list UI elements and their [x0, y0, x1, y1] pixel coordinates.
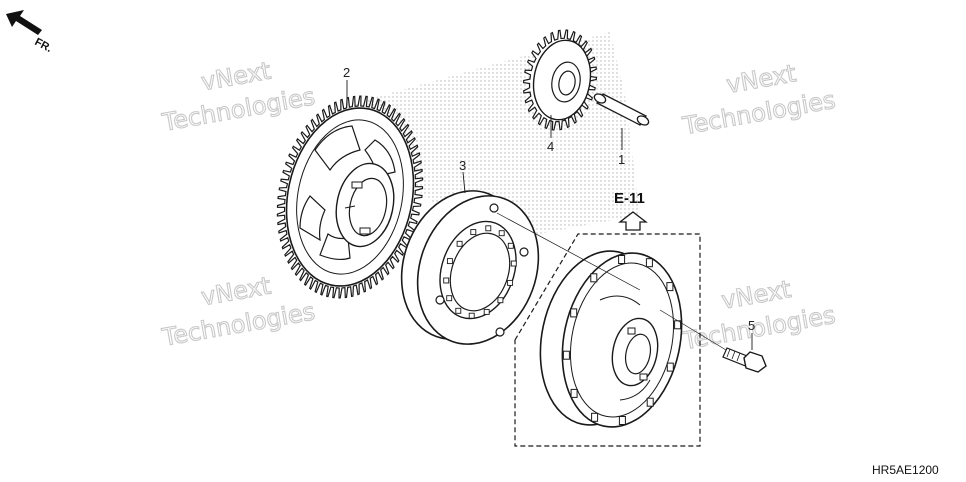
watermark-1: vNext Technologies	[159, 56, 318, 137]
clutch-roller	[468, 312, 475, 319]
reference-label: E-11	[614, 190, 645, 207]
clutch-roller	[446, 295, 453, 302]
rotor-magnet-tab	[618, 416, 626, 425]
watermark-2: vNext Technologies	[679, 59, 838, 141]
clutch-roller	[470, 229, 477, 236]
callout-numbers: 2 3 4 1 5	[343, 65, 755, 333]
front-direction-indicator: FR.	[6, 10, 54, 55]
rotor-magnet-tab	[570, 388, 578, 398]
rotor-magnet-tab	[646, 397, 654, 407]
rotor-magnet-tab	[645, 258, 653, 268]
rotor-magnet-tab	[666, 362, 674, 372]
rotor-magnet-tab	[591, 412, 599, 422]
diagram-code: HR5AE1200	[872, 463, 939, 477]
flywheel-assembly-box	[514, 233, 701, 447]
flywheel-rotor	[539, 250, 683, 428]
watermark-line-2: Technologies	[680, 301, 838, 356]
watermark-4: vNext Technologies	[679, 275, 838, 356]
one-way-clutch-part	[400, 190, 540, 345]
clutch-roller	[483, 308, 490, 315]
front-arrow-icon	[6, 10, 42, 35]
clutch-roller	[507, 242, 514, 249]
large-gear-part	[276, 95, 424, 299]
watermark-3: vNext Technologies	[159, 271, 318, 352]
idler-gear-part	[522, 29, 598, 131]
clutch-roller	[507, 279, 514, 286]
clutch-roller	[456, 240, 463, 247]
pin-part	[593, 93, 650, 126]
callout-part-2: 2	[343, 65, 350, 80]
assembly-axis-lines	[496, 212, 727, 351]
clutch-roller	[455, 307, 462, 314]
rotor-magnet-tabs	[562, 255, 682, 425]
rotor-magnet-tab	[618, 255, 626, 264]
clutch-rollers	[443, 225, 517, 319]
clutch-roller	[510, 260, 517, 267]
clutch-roller	[485, 225, 492, 232]
callout-part-3: 3	[459, 158, 466, 173]
rotor-magnet-tab	[570, 308, 578, 318]
leader-lines	[346, 80, 753, 350]
callout-part-1: 1	[618, 152, 625, 167]
reference-e11: E-11	[614, 190, 648, 231]
rotor-magnet-tab	[590, 273, 598, 283]
rotor-magnet-tab	[562, 350, 570, 360]
watermark-line-2: Technologies	[680, 86, 838, 141]
callout-part-5: 5	[748, 318, 755, 333]
clutch-roller	[498, 230, 505, 237]
up-arrow-icon	[618, 211, 648, 231]
watermark-line-2: Technologies	[159, 82, 317, 137]
callout-part-4: 4	[547, 139, 554, 154]
watermark-line-2: Technologies	[159, 297, 317, 352]
clutch-roller	[446, 258, 453, 265]
rotor-magnet-tab	[666, 282, 674, 292]
clutch-roller	[497, 297, 504, 304]
bolt-part	[722, 347, 767, 373]
clutch-roller	[443, 277, 450, 284]
front-label: FR.	[33, 36, 54, 55]
